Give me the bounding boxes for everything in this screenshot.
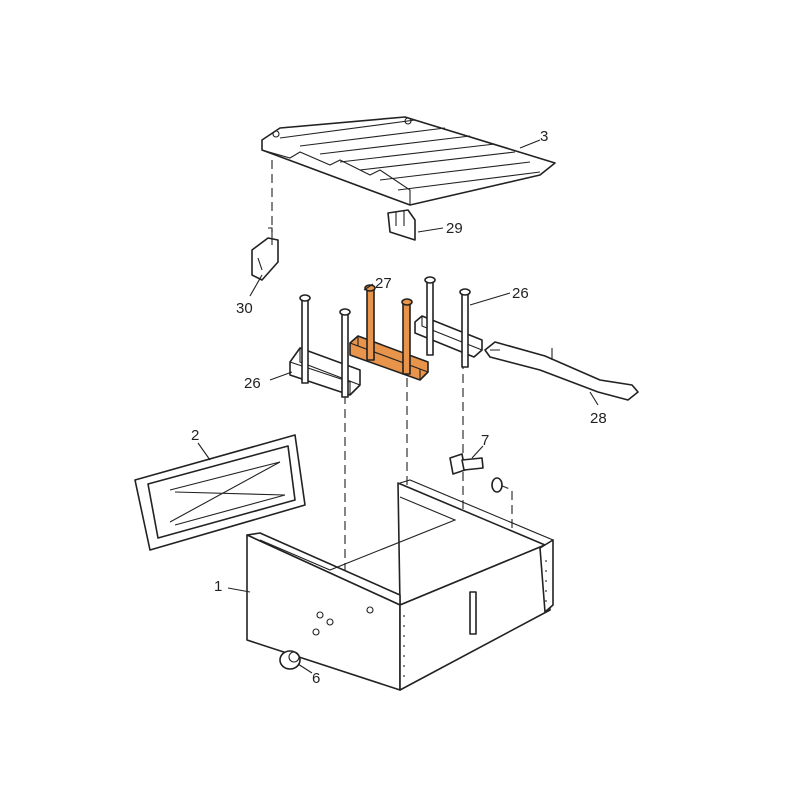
callout-28: 28: [590, 410, 607, 427]
callout-3: 3: [540, 128, 548, 145]
callout-26-right: 26: [512, 285, 529, 302]
callout-7: 7: [481, 432, 489, 449]
callout-30: 30: [236, 300, 253, 317]
strap-part: [484, 341, 639, 401]
bracket-right-part: [387, 209, 416, 241]
clamp-highlighted-part: [349, 284, 429, 381]
leader-lines: [197, 139, 599, 674]
callout-6: 6: [312, 670, 320, 687]
bolt-part: [449, 453, 503, 493]
callout-2: 2: [191, 427, 199, 444]
clamp-right-part: [414, 276, 483, 368]
panel-part: [134, 434, 306, 551]
clamp-left-part: [289, 294, 361, 398]
knob-part: [279, 650, 301, 670]
callout-27: 27: [375, 275, 392, 292]
callout-29: 29: [446, 220, 463, 237]
lid-part: [261, 116, 556, 206]
callout-26-left: 26: [244, 375, 261, 392]
callout-1: 1: [214, 578, 222, 595]
bracket-left-part: [251, 227, 279, 281]
